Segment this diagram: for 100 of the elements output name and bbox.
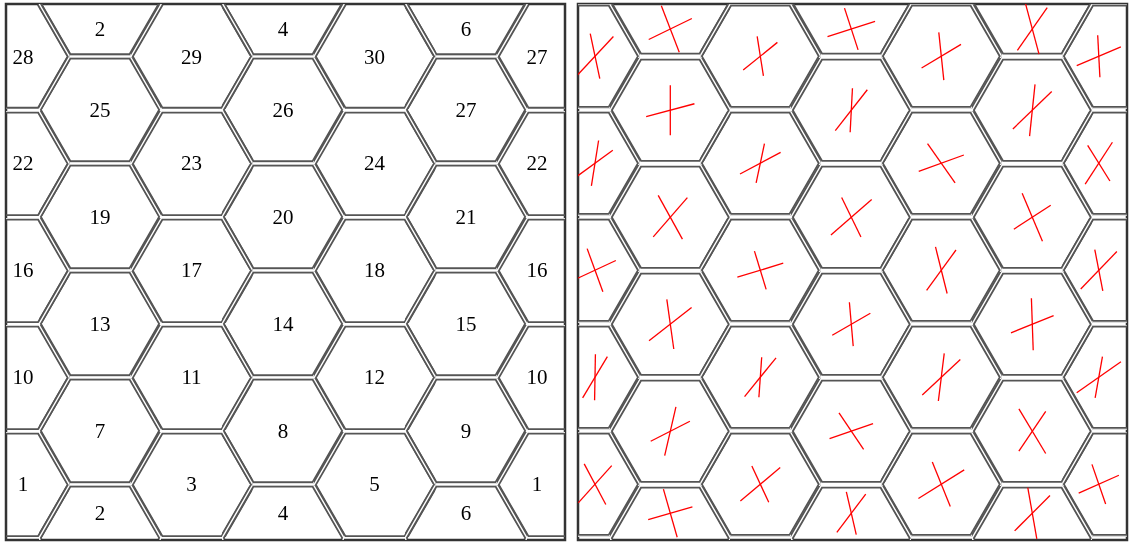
hexagon-cell bbox=[39, 57, 161, 163]
hexagon-cell bbox=[405, 57, 527, 163]
hexagon-cell bbox=[609, 271, 731, 377]
cell-number: 27 bbox=[455, 99, 477, 121]
cell-number: 4 bbox=[277, 18, 289, 40]
hexagon-cell bbox=[39, 271, 161, 377]
cell-number: 29 bbox=[181, 46, 202, 67]
cell-number: 2 bbox=[94, 18, 106, 40]
hexagon-cell bbox=[313, 110, 436, 217]
hexagon-cell bbox=[222, 4, 344, 56]
hexagon-cell bbox=[578, 218, 640, 323]
hexagon-cell bbox=[971, 164, 1093, 270]
hexagon-cell bbox=[971, 271, 1093, 377]
hexagon-cell bbox=[496, 431, 565, 538]
hexagon-cell bbox=[405, 164, 527, 270]
hexagon-cell bbox=[130, 217, 253, 324]
cell-number: 20 bbox=[272, 206, 294, 228]
hexagon-cell bbox=[1062, 111, 1127, 216]
hexagon-cell bbox=[700, 111, 821, 216]
cell-number: 12 bbox=[364, 367, 385, 388]
cell-number: 3 bbox=[186, 474, 197, 495]
hexagon-cell bbox=[790, 485, 912, 540]
cell-number: 9 bbox=[460, 420, 472, 442]
hexagon-cell bbox=[578, 325, 640, 430]
hexagon-cell bbox=[790, 271, 912, 377]
cell-number: 16 bbox=[12, 260, 34, 281]
cell-number: 8 bbox=[277, 420, 289, 442]
cell-number: 25 bbox=[89, 99, 111, 121]
hexagon-cell bbox=[313, 324, 436, 431]
cell-number: 22 bbox=[526, 153, 548, 174]
hexagon-cell bbox=[39, 164, 161, 270]
cell-number: 2 bbox=[94, 502, 106, 524]
hexagon-cell bbox=[405, 271, 527, 377]
hexagon-cell bbox=[971, 485, 1093, 540]
hexagon-cell bbox=[790, 164, 912, 270]
cell-number: 13 bbox=[89, 313, 111, 335]
hexagon-cell bbox=[881, 218, 1002, 323]
hexagon-cell bbox=[39, 4, 161, 56]
hexagon-cell bbox=[222, 164, 344, 270]
hexagon-cell bbox=[6, 324, 70, 431]
cell-number: 1 bbox=[531, 474, 543, 495]
hexagon-cell bbox=[790, 378, 912, 484]
hexagon-cell bbox=[700, 4, 821, 109]
hexagon-cell bbox=[971, 378, 1093, 484]
cell-number: 24 bbox=[364, 153, 385, 174]
cell-number: 6 bbox=[460, 502, 472, 524]
hexagon-cell bbox=[222, 378, 344, 484]
hexagon-cell bbox=[496, 110, 565, 217]
hexagon-cell bbox=[130, 324, 253, 431]
hexagon-cell bbox=[609, 57, 731, 163]
cell-number: 19 bbox=[89, 206, 111, 228]
hexagon-cell bbox=[1062, 4, 1127, 109]
hexagon-cell bbox=[1062, 432, 1127, 537]
hexagon-cell bbox=[130, 110, 253, 217]
cell-number: 7 bbox=[94, 420, 106, 442]
hexagon-cell bbox=[971, 57, 1093, 163]
hexagon-cell bbox=[39, 485, 161, 540]
hexagon-cell bbox=[405, 378, 527, 484]
hexagon-cell bbox=[6, 4, 70, 110]
cell-number: 18 bbox=[364, 260, 385, 281]
cell-number: 11 bbox=[181, 367, 202, 388]
hexagon-cell bbox=[313, 4, 436, 110]
hexagon-cell bbox=[39, 378, 161, 484]
hexagon-cell bbox=[881, 4, 1002, 109]
hexagon-cell bbox=[609, 164, 731, 270]
hexagon-cell bbox=[881, 432, 1002, 537]
cell-number: 27 bbox=[526, 46, 548, 67]
cell-number: 6 bbox=[460, 18, 472, 40]
cell-number: 10 bbox=[526, 367, 548, 388]
cell-number: 1 bbox=[17, 474, 29, 495]
hexagon-cell bbox=[496, 4, 565, 110]
hexagon-cell bbox=[881, 325, 1002, 430]
hexagon-cell bbox=[222, 57, 344, 163]
cell-number: 17 bbox=[181, 260, 202, 281]
hexagon-cell bbox=[578, 432, 640, 537]
hexagon-cell bbox=[222, 271, 344, 377]
hexagon-cell bbox=[1062, 218, 1127, 323]
hexagon-cell bbox=[130, 4, 253, 110]
hexagon-cell bbox=[130, 431, 253, 538]
cell-number: 5 bbox=[369, 474, 380, 495]
hexagon-cell bbox=[578, 4, 640, 109]
hexagon-cell bbox=[405, 485, 527, 540]
hexagon-cell bbox=[609, 378, 731, 484]
hexagon-cell bbox=[1062, 325, 1127, 430]
hexagon-cell bbox=[496, 217, 565, 324]
cell-number: 4 bbox=[277, 502, 289, 524]
hexagon-cell bbox=[313, 431, 436, 538]
hexagon-cell bbox=[609, 485, 731, 540]
hexagon-cell bbox=[6, 431, 70, 538]
cell-number: 30 bbox=[364, 46, 385, 67]
hexagon-cell bbox=[578, 111, 640, 216]
hexagon-cell bbox=[700, 432, 821, 537]
cell-number: 10 bbox=[12, 367, 34, 388]
hexagon-cell bbox=[222, 485, 344, 540]
hexagon-cell bbox=[790, 57, 912, 163]
hexagon-cell bbox=[405, 4, 527, 56]
cell-number: 23 bbox=[181, 153, 202, 174]
hexagon-cell bbox=[881, 111, 1002, 216]
cell-number: 28 bbox=[12, 46, 34, 67]
cell-number: 16 bbox=[526, 260, 548, 281]
